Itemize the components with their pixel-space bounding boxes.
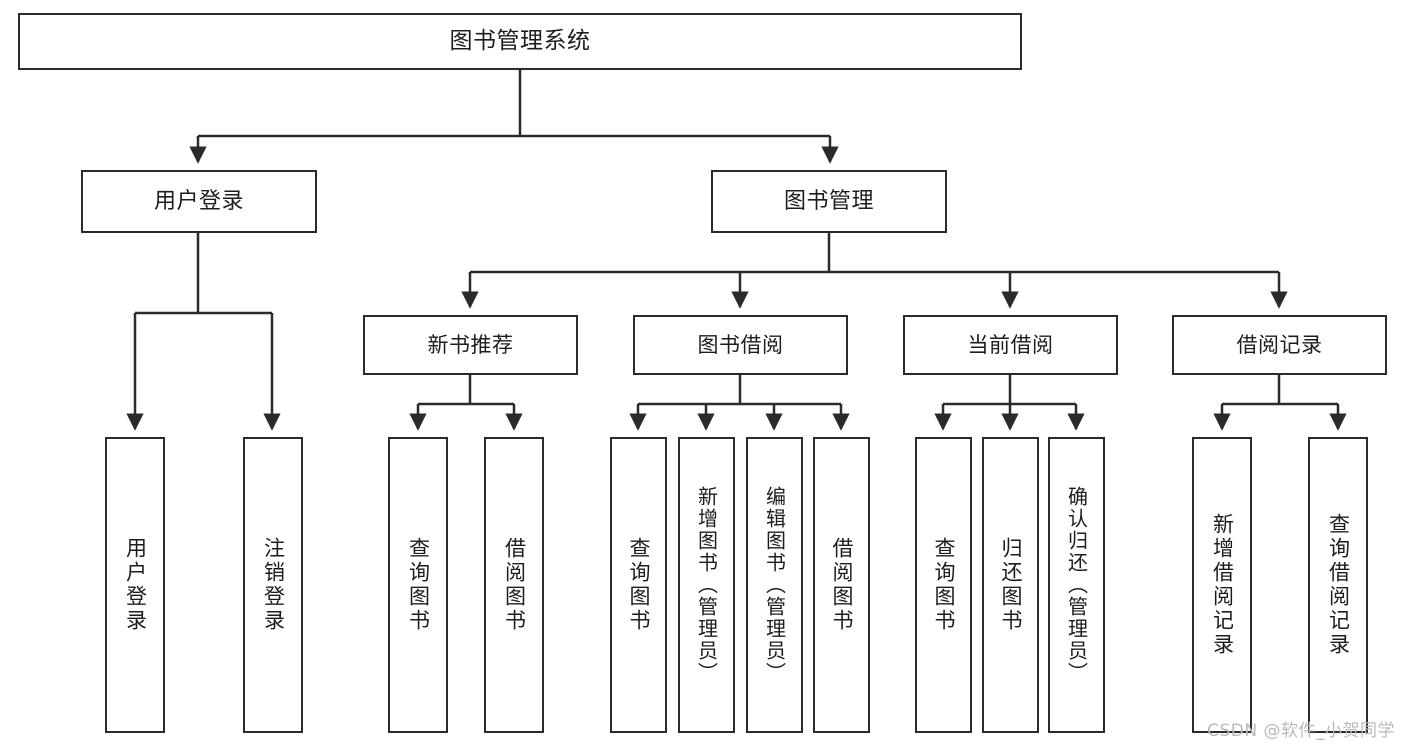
node-label: 查询借阅记录 xyxy=(1326,513,1351,657)
node-label: 查询图书 xyxy=(627,537,651,633)
leaf-book-borrow-query-book[interactable]: 查询图书 xyxy=(610,437,667,733)
node-label: 图书管理 xyxy=(783,188,874,214)
node-label: 编辑图书（管理员） xyxy=(762,486,787,684)
node-label: 新增图书（管理员） xyxy=(694,486,719,684)
node-label: 注销登录 xyxy=(261,537,286,633)
node-label: 归还图书 xyxy=(999,537,1023,633)
node-label: 查询图书 xyxy=(406,537,431,633)
leaf-new-book-query-book[interactable]: 查询图书 xyxy=(388,437,448,733)
node-label: 用户登录 xyxy=(153,188,244,214)
leaf-current-borrow-confirm-return-admin[interactable]: 确认归还（管理员） xyxy=(1048,437,1105,733)
node-label: 用户登录 xyxy=(123,537,148,633)
node-new-book-recommend[interactable]: 新书推荐 xyxy=(363,315,578,375)
node-label: 当前借阅 xyxy=(967,332,1054,357)
watermark-text: CSDN @软件_小贺同学 xyxy=(1207,721,1395,741)
node-label: 新增借阅记录 xyxy=(1210,513,1235,657)
leaf-book-borrow-edit-book-admin[interactable]: 编辑图书（管理员） xyxy=(746,437,803,733)
node-current-borrow[interactable]: 当前借阅 xyxy=(903,315,1118,375)
leaf-current-borrow-query-book[interactable]: 查询图书 xyxy=(915,437,972,733)
node-book-borrow[interactable]: 图书借阅 xyxy=(633,315,848,375)
node-label: 图书借阅 xyxy=(697,332,784,357)
node-borrow-record[interactable]: 借阅记录 xyxy=(1172,315,1387,375)
node-label: 新书推荐 xyxy=(427,332,514,357)
leaf-current-borrow-return-book[interactable]: 归还图书 xyxy=(982,437,1039,733)
node-user-login[interactable]: 用户登录 xyxy=(81,170,317,233)
node-label: 确认归还（管理员） xyxy=(1064,486,1089,684)
node-root-book-management-system[interactable]: 图书管理系统 xyxy=(18,13,1022,70)
leaf-book-borrow-add-book-admin[interactable]: 新增图书（管理员） xyxy=(678,437,735,733)
node-label: 借阅图书 xyxy=(830,537,854,633)
leaf-borrow-record-add-record[interactable]: 新增借阅记录 xyxy=(1192,437,1252,733)
leaf-user-login-login[interactable]: 用户登录 xyxy=(105,437,165,733)
leaf-borrow-record-query-record[interactable]: 查询借阅记录 xyxy=(1308,437,1368,733)
node-label: 借阅图书 xyxy=(502,537,527,633)
node-label: 借阅记录 xyxy=(1236,332,1323,357)
leaf-book-borrow-borrow-book[interactable]: 借阅图书 xyxy=(813,437,870,733)
leaf-new-book-borrow-book[interactable]: 借阅图书 xyxy=(484,437,544,733)
leaf-user-login-logout[interactable]: 注销登录 xyxy=(243,437,303,733)
node-label: 图书管理系统 xyxy=(449,27,591,54)
node-book-management[interactable]: 图书管理 xyxy=(711,170,947,233)
node-label: 查询图书 xyxy=(932,537,956,633)
